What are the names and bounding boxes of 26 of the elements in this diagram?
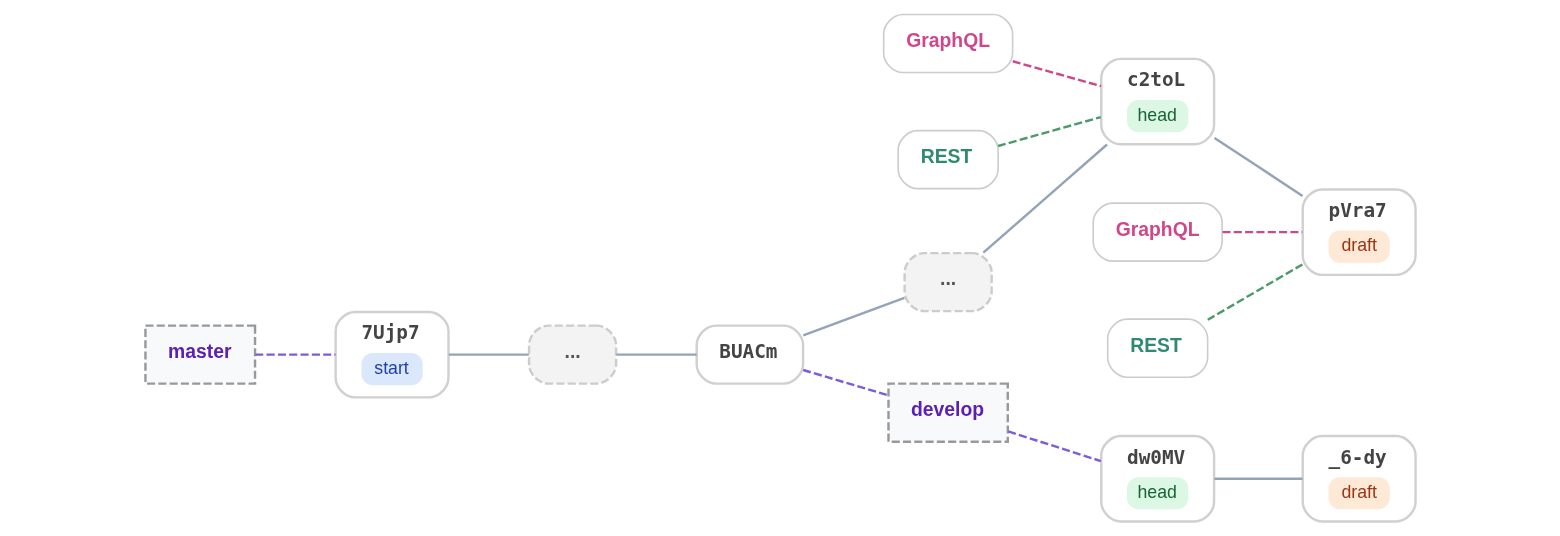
- connector: [802, 296, 905, 337]
- node-box: GraphQL: [1091, 202, 1223, 262]
- node-box: GraphQL: [882, 13, 1013, 74]
- node-box: ...: [902, 251, 993, 313]
- connector: [1213, 136, 1303, 197]
- connector: [1206, 263, 1303, 321]
- node-box: ...: [527, 324, 617, 385]
- node-box: dw0MV head: [1099, 434, 1215, 523]
- connector: [615, 353, 697, 356]
- connector: [997, 116, 1101, 148]
- node-box: 7Ujp7 start: [333, 310, 450, 399]
- connector: [1007, 430, 1101, 463]
- node-box: master: [143, 324, 256, 385]
- connector: [448, 353, 529, 356]
- node-box: pVra7 draft: [1301, 188, 1417, 277]
- connector: [1011, 60, 1101, 88]
- connector: [1214, 477, 1303, 480]
- node-box: _6-dy draft: [1301, 434, 1417, 523]
- connector: [982, 143, 1108, 254]
- connector: [802, 368, 889, 397]
- node-box: develop: [886, 382, 1009, 443]
- node-box: REST: [1106, 318, 1208, 378]
- node-box: BUACm: [695, 324, 804, 385]
- node-box: c2toL head: [1099, 57, 1215, 146]
- node-box: REST: [896, 129, 999, 190]
- connector: [254, 353, 335, 356]
